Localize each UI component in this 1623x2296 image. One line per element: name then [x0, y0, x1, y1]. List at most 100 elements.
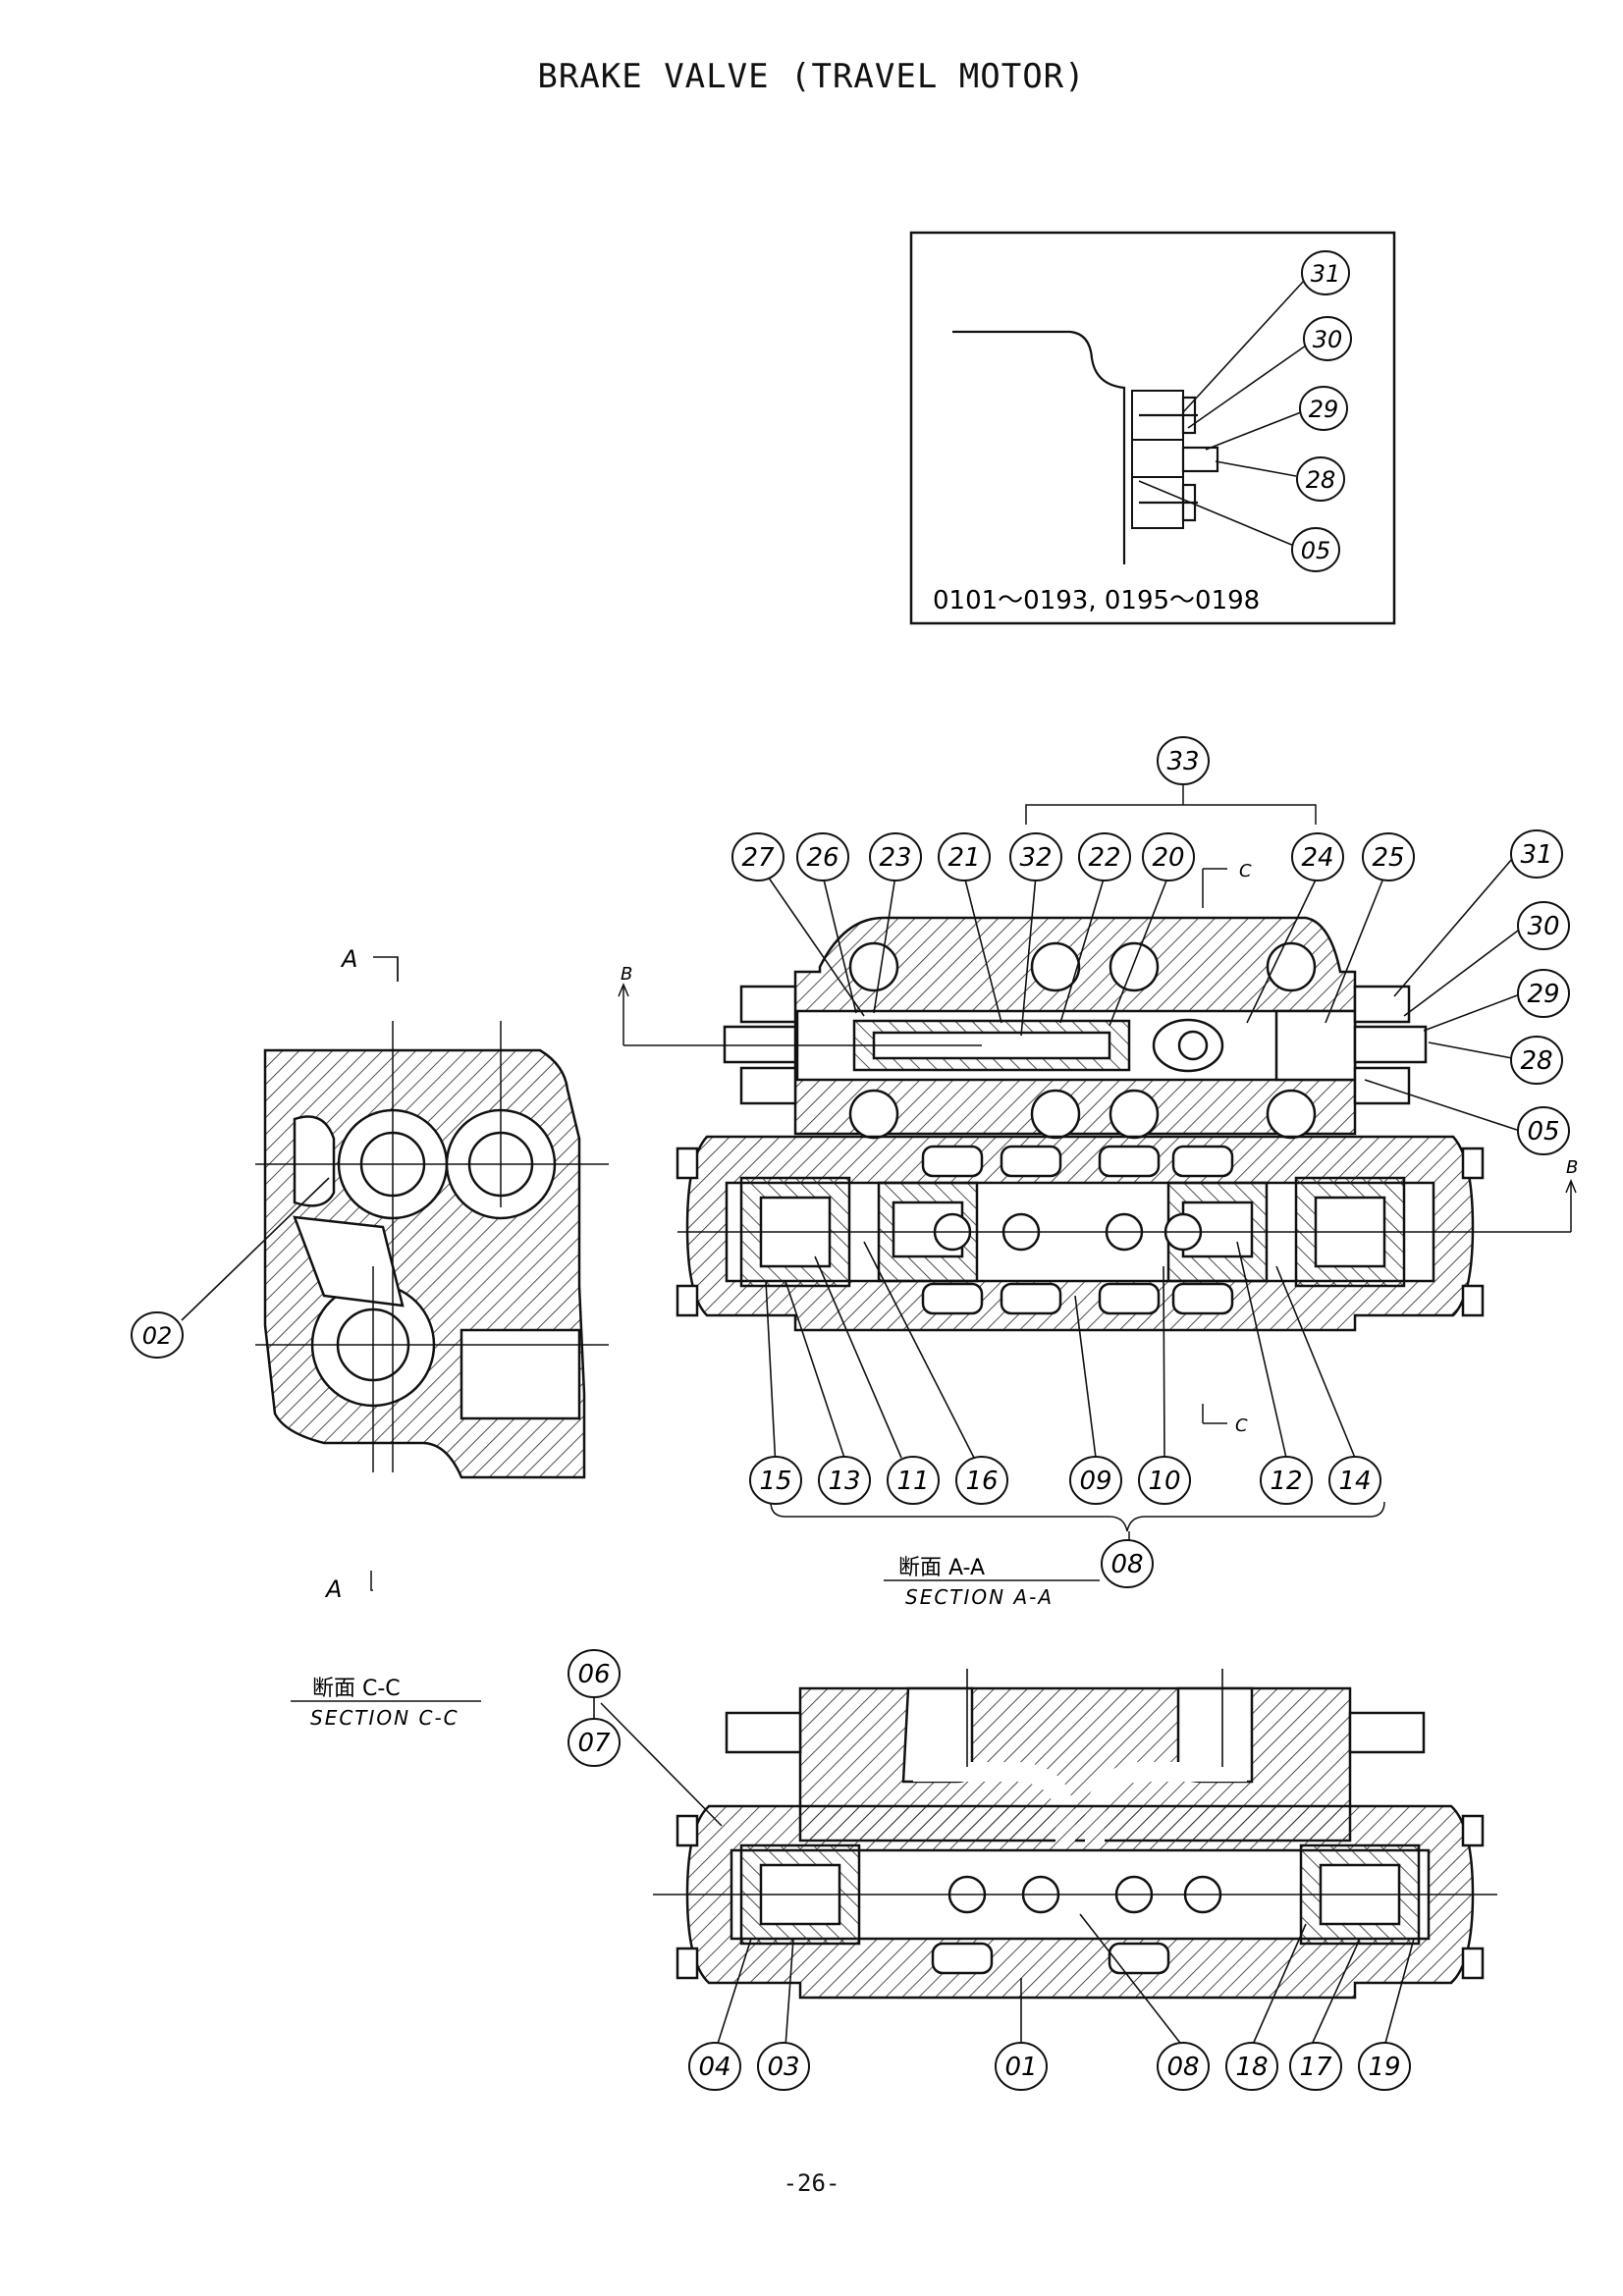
callout-14: 14 — [1328, 1456, 1381, 1505]
callout-10: 10 — [1138, 1456, 1191, 1505]
callout-28-main: 28 — [1510, 1036, 1563, 1085]
callout-29-main: 29 — [1517, 969, 1570, 1018]
svg-text:26: 26 — [806, 843, 839, 873]
inset-callout-29: 29 — [1299, 386, 1348, 431]
svg-text:05: 05 — [1527, 1117, 1559, 1147]
section-aa-centerlines — [618, 785, 1577, 1541]
inset-callout-31: 31 — [1301, 250, 1350, 295]
svg-text:08: 08 — [1166, 2053, 1199, 2082]
marker-c-top: C — [1239, 861, 1252, 881]
svg-text:30: 30 — [1527, 912, 1559, 941]
svg-text:31: 31 — [1520, 840, 1552, 870]
svg-text:13: 13 — [828, 1467, 860, 1496]
callout-24: 24 — [1291, 832, 1344, 881]
callout-17: 17 — [1289, 2042, 1342, 2091]
svg-text:11: 11 — [896, 1467, 929, 1496]
callout-08-assembly: 08 — [1101, 1539, 1154, 1588]
callout-22: 22 — [1078, 832, 1131, 881]
svg-text:15: 15 — [759, 1467, 791, 1496]
inset-callout-30: 30 — [1303, 316, 1352, 361]
callout-12: 12 — [1260, 1456, 1313, 1505]
page-title: BRAKE VALVE (TRAVEL MOTOR) — [537, 57, 1086, 96]
svg-text:18: 18 — [1235, 2053, 1268, 2082]
callout-25: 25 — [1362, 832, 1415, 881]
callout-32: 32 — [1009, 832, 1062, 881]
callout-11: 11 — [887, 1456, 940, 1505]
svg-text:08: 08 — [1110, 1550, 1143, 1579]
svg-text:16: 16 — [965, 1467, 998, 1496]
svg-text:14: 14 — [1338, 1467, 1371, 1496]
inset-leader-lines — [1138, 280, 1307, 547]
svg-text:33: 33 — [1166, 747, 1199, 776]
svg-text:09: 09 — [1079, 1467, 1111, 1496]
section-bb-callouts: 06 07 04 03 01 08 18 17 19 — [568, 1649, 1411, 2091]
section-cc-markers: A A 02 断面 C-C SECTION C-C — [131, 945, 481, 1730]
marker-a-top: A — [340, 945, 357, 973]
inset-callouts: 31 30 29 28 05 0101～0193, 0195～0198 — [933, 250, 1352, 615]
svg-text:01: 01 — [1004, 2053, 1037, 2082]
serial-range: 0101～0193, 0195～0198 — [933, 586, 1260, 615]
svg-text:29: 29 — [1309, 396, 1339, 423]
svg-text:02: 02 — [142, 1322, 173, 1350]
callout-13: 13 — [818, 1456, 871, 1505]
svg-text:03: 03 — [767, 2053, 799, 2082]
callout-06: 06 — [568, 1649, 621, 1698]
svg-text:24: 24 — [1301, 843, 1333, 873]
callout-04: 04 — [688, 2042, 741, 2091]
svg-text:30: 30 — [1313, 326, 1343, 353]
callout-31-label: 31 — [1311, 260, 1341, 288]
svg-text:28: 28 — [1520, 1046, 1552, 1076]
svg-text:12: 12 — [1270, 1467, 1302, 1496]
callout-26: 26 — [796, 832, 849, 881]
inset-callout-05: 05 — [1291, 527, 1340, 572]
svg-text:04: 04 — [698, 2053, 730, 2082]
callout-01: 01 — [995, 2042, 1048, 2091]
callout-30-main: 30 — [1517, 901, 1570, 950]
svg-text:20: 20 — [1152, 843, 1184, 873]
page-number: -26- — [783, 2169, 840, 2197]
callout-20: 20 — [1142, 832, 1195, 881]
section-cc-label-jp: 断面 C-C — [312, 1677, 401, 1701]
svg-text:05: 05 — [1301, 537, 1331, 564]
marker-b-left: B — [621, 964, 632, 985]
svg-text:06: 06 — [577, 1660, 610, 1689]
callout-08: 08 — [1157, 2042, 1210, 2091]
callout-03: 03 — [757, 2042, 810, 2091]
callout-21: 21 — [938, 832, 991, 881]
svg-text:21: 21 — [947, 843, 980, 873]
callout-18: 18 — [1225, 2042, 1278, 2091]
section-aa-drawing — [676, 916, 1485, 1332]
svg-text:23: 23 — [879, 843, 911, 873]
callout-07: 07 — [568, 1718, 621, 1767]
section-cc-label-en: SECTION C-C — [310, 1706, 460, 1730]
section-aa-callouts: 33 27 26 23 21 32 22 20 24 25 31 30 29 2… — [731, 736, 1570, 1588]
section-bb-drawing — [676, 1686, 1485, 2000]
section-aa-label-en: SECTION A-A — [905, 1585, 1054, 1609]
callout-23: 23 — [869, 832, 922, 881]
inset-callout-28: 28 — [1296, 456, 1345, 502]
svg-text:28: 28 — [1306, 466, 1336, 494]
callout-31-main: 31 — [1510, 829, 1563, 879]
callout-05-main: 05 — [1517, 1106, 1570, 1155]
section-aa-label: 断面 A-A SECTION A-A — [884, 1556, 1100, 1609]
section-aa-markers: B B C C — [621, 861, 1578, 1436]
callout-33: 33 — [1157, 736, 1210, 785]
svg-text:19: 19 — [1368, 2053, 1400, 2082]
callout-19: 19 — [1358, 2042, 1411, 2091]
inset-detail — [909, 231, 1396, 625]
svg-text:22: 22 — [1088, 843, 1120, 873]
svg-text:17: 17 — [1299, 2053, 1332, 2082]
section-cc-centerlines — [181, 956, 609, 1591]
svg-text:27: 27 — [741, 843, 775, 873]
svg-text:29: 29 — [1527, 980, 1559, 1009]
section-bb-lines — [593, 1669, 1497, 2048]
svg-text:10: 10 — [1148, 1467, 1180, 1496]
callout-16: 16 — [955, 1456, 1008, 1505]
svg-text:32: 32 — [1019, 843, 1052, 873]
callout-27: 27 — [731, 832, 784, 881]
callout-02: 02 — [131, 1311, 184, 1359]
svg-text:07: 07 — [577, 1729, 611, 1758]
section-aa-label-jp: 断面 A-A — [898, 1556, 985, 1580]
